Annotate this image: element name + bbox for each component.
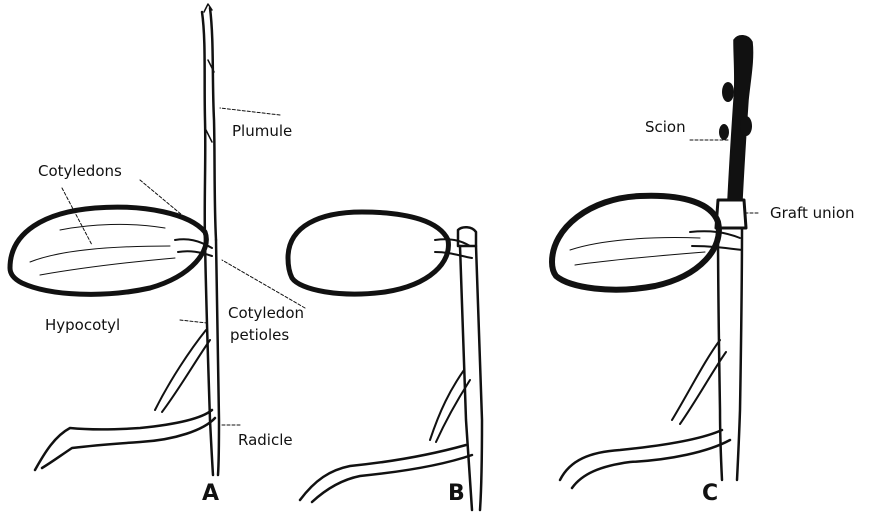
panel-c: Scion Graft union C: [552, 36, 855, 506]
cotyledon-b: [288, 212, 448, 294]
plumule-shoot-a: [202, 8, 216, 240]
label-cotyledon-petioles-1: Cotyledon: [228, 304, 304, 322]
hypocotyl-a: [205, 240, 219, 475]
label-hypocotyl: Hypocotyl: [45, 316, 120, 334]
radicle-c: [560, 430, 730, 488]
rootstock-c: [718, 228, 742, 480]
radicle-a: [35, 410, 215, 470]
label-graft-union: Graft union: [770, 204, 855, 222]
cotyledon-c: [552, 196, 719, 290]
label-radicle: Radicle: [238, 431, 293, 449]
label-cotyledon-petioles-2: petioles: [230, 326, 289, 344]
label-scion: Scion: [645, 118, 686, 136]
radicle-b: [300, 445, 472, 502]
panel-letter-a: A: [202, 481, 219, 506]
panel-letter-c: C: [702, 481, 718, 506]
label-cotyledons: Cotyledons: [38, 162, 122, 180]
cotyledon-a: [10, 207, 206, 294]
panel-a: Plumule Cotyledons Hypocotyl Cotyledon p…: [10, 4, 305, 506]
hypocotyl-b: [460, 246, 482, 510]
label-plumule: Plumule: [232, 122, 292, 140]
panel-b: B: [288, 212, 482, 510]
panel-letter-b: B: [448, 481, 465, 506]
